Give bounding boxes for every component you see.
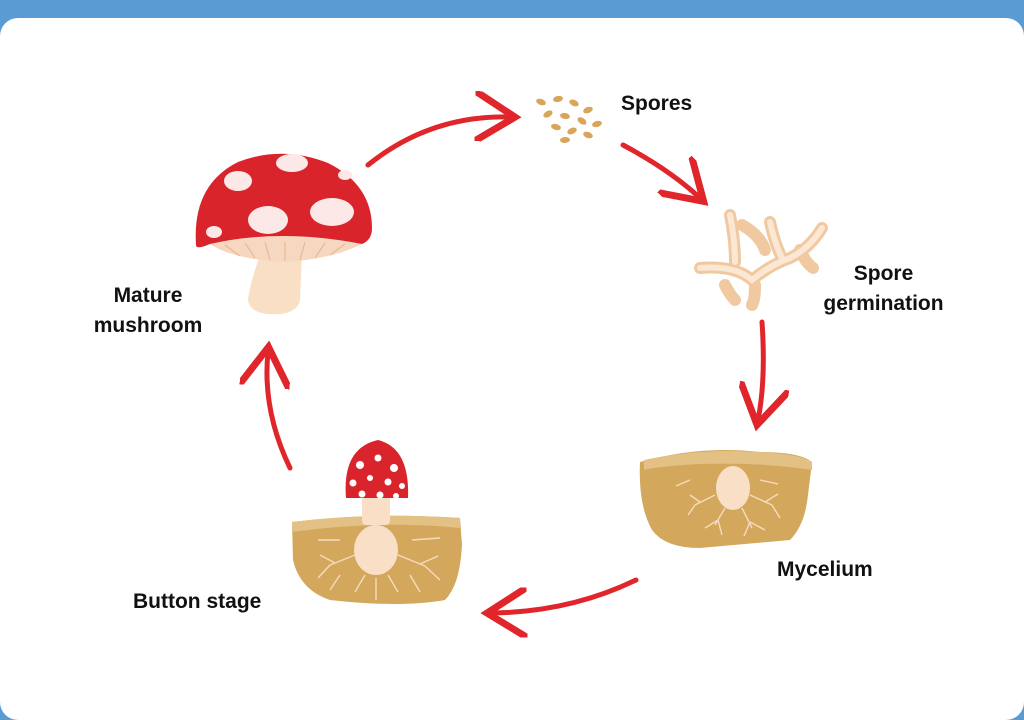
arrow-button-to-mature — [267, 352, 293, 471]
arrow-spores-to-germination — [620, 142, 700, 198]
label-mature-mushroom: Mature mushroom — [78, 281, 218, 341]
header-band — [0, 0, 1024, 22]
label-spore-germination-line2: germination — [823, 292, 944, 315]
label-mature-line2: mushroom — [93, 314, 203, 337]
arrow-germination-to-mycelium — [758, 319, 763, 420]
button-stage-icon — [292, 440, 462, 604]
mycelium-icon — [639, 449, 812, 548]
germination-icon — [694, 209, 828, 311]
label-button-stage: Button stage — [133, 590, 262, 613]
arrow-mycelium-to-button — [492, 577, 639, 613]
mature-mushroom-icon — [195, 153, 372, 315]
spores-icon — [536, 95, 602, 144]
label-mycelium: Mycelium — [777, 558, 873, 581]
label-spore-germination: Spore germination — [806, 259, 961, 319]
label-mature-line1: Mature — [113, 284, 183, 307]
label-spore-germination-line1: Spore — [853, 262, 914, 285]
arrow-mature-to-spores — [365, 117, 510, 168]
label-spores: Spores — [621, 92, 693, 115]
cycle-arrows — [267, 117, 763, 613]
